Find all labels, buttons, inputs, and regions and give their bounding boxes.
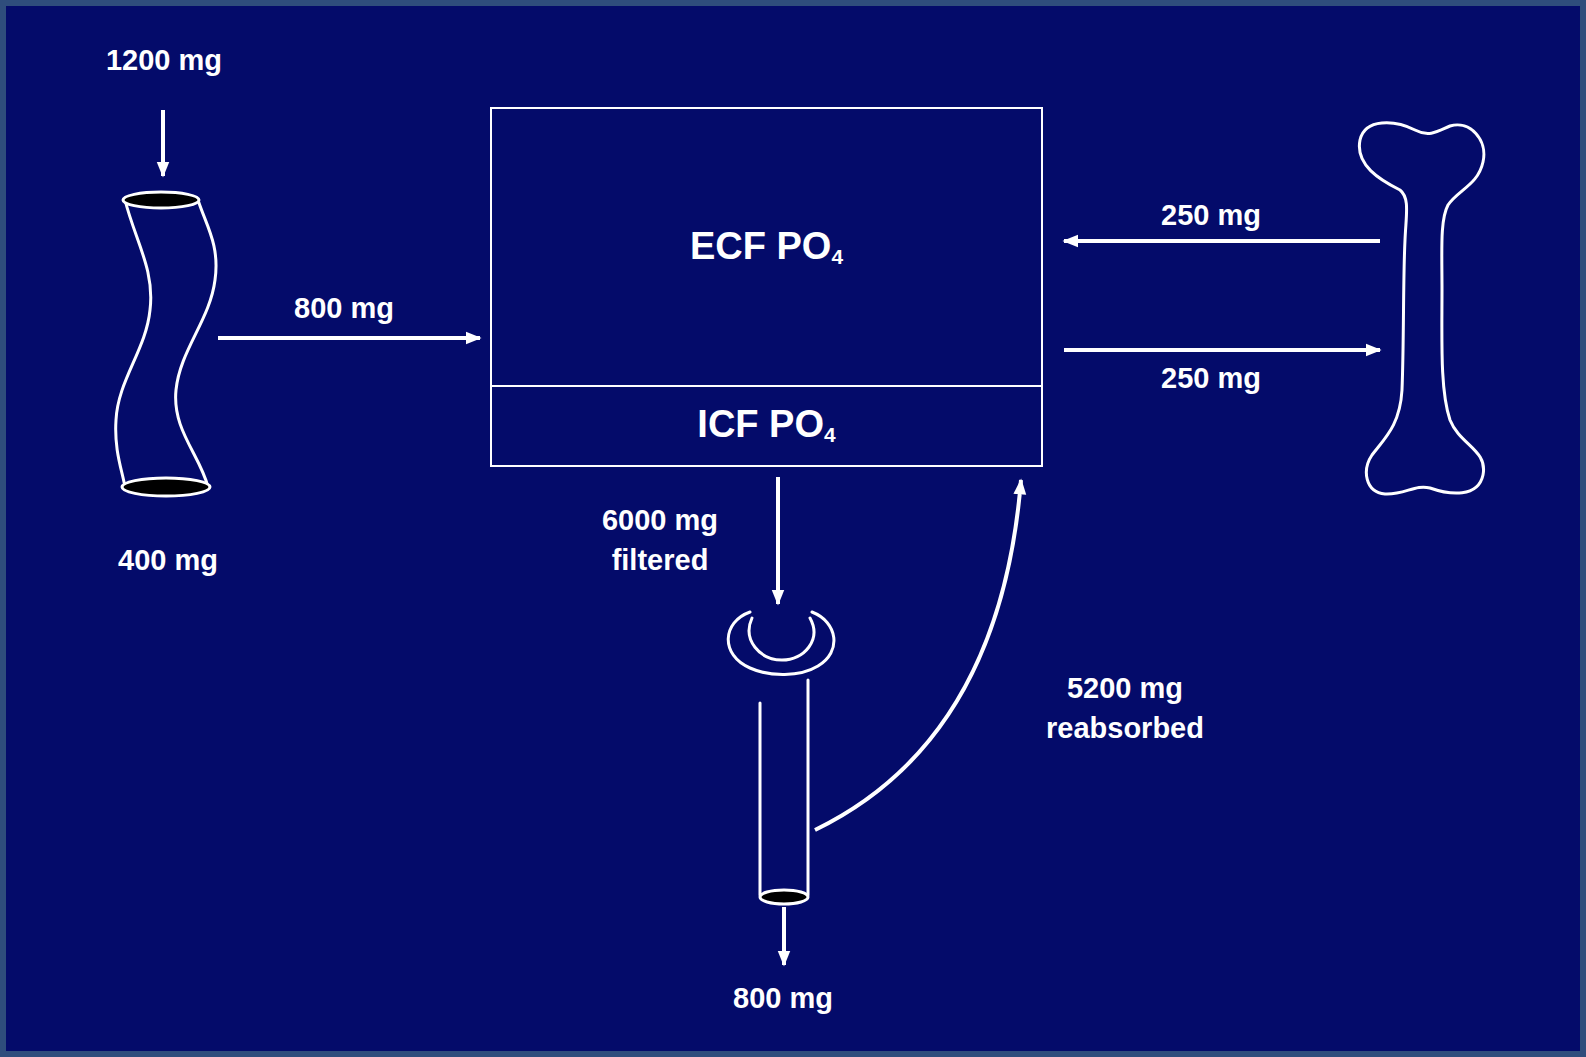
flow-label: 1200 mg (106, 40, 222, 80)
tubule (759, 703, 762, 895)
resorption-arrow (1064, 239, 1380, 243)
reabsorption-arrow (815, 480, 1021, 830)
tubule-opening (760, 890, 808, 904)
deposition-arrow (1064, 348, 1380, 352)
tubule (807, 680, 810, 895)
flow-label: 5200 mg reabsorbed (1020, 668, 1230, 748)
excretion-arrow (782, 907, 786, 965)
flow-label: 800 mg (733, 978, 833, 1018)
intestine-opening (123, 192, 199, 208)
filtration-arrow (776, 477, 780, 604)
flow-label: 400 mg (118, 540, 218, 580)
illustration (6, 6, 1580, 1051)
compartment-label: ECF PO4 (690, 225, 843, 269)
bone-outline (1359, 123, 1483, 494)
intestine-opening (122, 478, 210, 496)
intake-arrow (161, 110, 165, 176)
compartment-box: ECF PO4 (490, 107, 1043, 387)
flow-label: 6000 mg filtered (580, 500, 740, 580)
background: ECF PO4ICF PO4 1200 mg 250 mg 800 mg 250 mg 4… (6, 6, 1580, 1051)
flow-label: 800 mg (294, 288, 394, 328)
intestine-outline (176, 200, 216, 487)
flow-label: 250 mg (1161, 195, 1261, 235)
intestine-outline (116, 200, 151, 487)
flow-label: 250 mg (1161, 358, 1261, 398)
glomerulus (749, 618, 814, 660)
compartment-band: ICF PO4 (490, 385, 1043, 467)
absorption-arrow (218, 336, 480, 340)
compartment-label: ICF PO4 (697, 403, 835, 447)
glomerulus (728, 612, 834, 675)
